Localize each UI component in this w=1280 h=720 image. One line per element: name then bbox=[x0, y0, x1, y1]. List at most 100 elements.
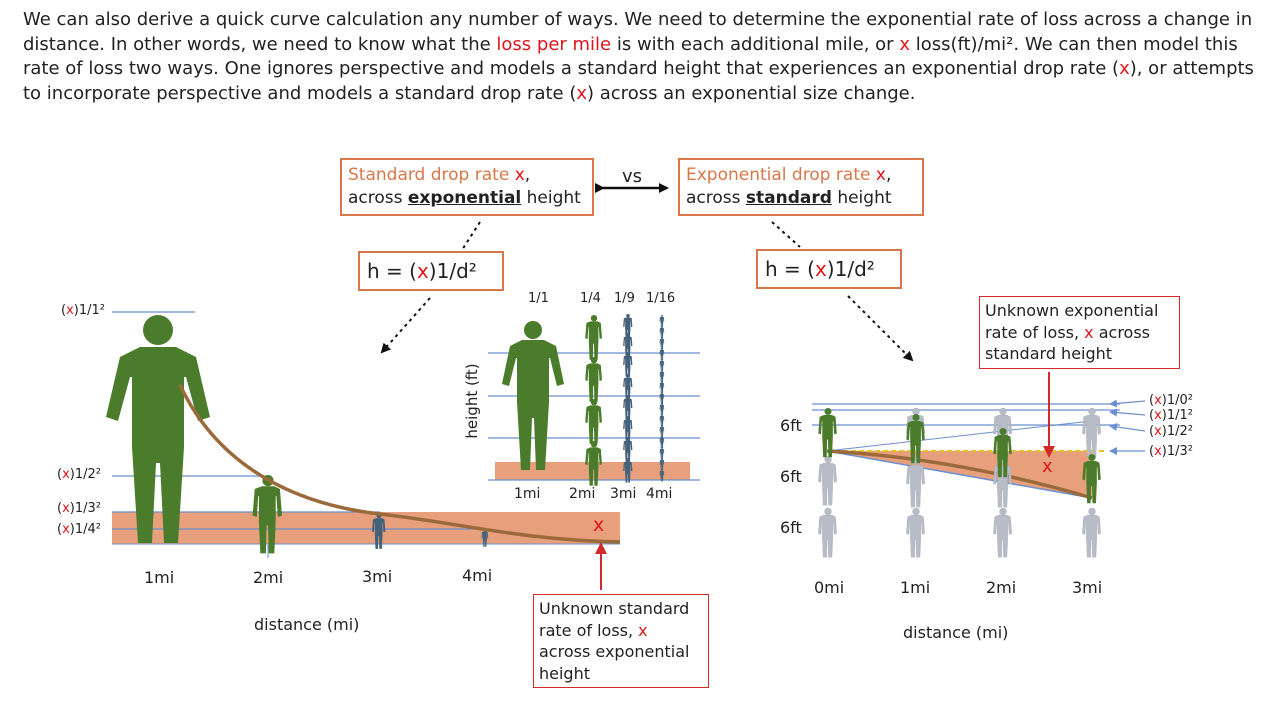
left-loss-band bbox=[112, 512, 620, 544]
left-level-label-1-value: 1/1² bbox=[78, 303, 105, 318]
intro-text-2: is with each additional mile, or bbox=[611, 33, 900, 55]
exponential-drop-rate-box: Exponential drop rate x, across standard… bbox=[678, 158, 924, 216]
left-note-line4: height bbox=[539, 663, 590, 683]
equation-right: h = (x)1/d² bbox=[756, 249, 902, 289]
right-box-comma: , bbox=[885, 165, 892, 185]
left-tick-3mi: 3mi bbox=[362, 567, 393, 586]
eq-left-post: )1/d² bbox=[428, 259, 477, 283]
inset-top-label-1: 1/1 bbox=[528, 291, 549, 306]
left-chart bbox=[106, 311, 621, 590]
inset-figures-2mi bbox=[585, 315, 602, 486]
eq-right-pre: h = ( bbox=[765, 257, 815, 281]
right-rate-label-3-x: x bbox=[1154, 424, 1162, 439]
left-tick-1mi: 1mi bbox=[144, 568, 175, 587]
right-note-line2-b: across bbox=[1093, 322, 1151, 342]
left-level-label-2-x: x bbox=[62, 467, 70, 482]
intro-text-5: ) across an exponential size change. bbox=[587, 82, 916, 104]
left-box-line2-pre: across bbox=[348, 188, 408, 208]
inset-figures-3mi bbox=[623, 314, 633, 483]
right-unknown-note: Unknown exponential rate of loss, x acro… bbox=[979, 296, 1180, 369]
left-note-line1: Unknown standard bbox=[539, 599, 690, 618]
right-unknown-x: x bbox=[1042, 456, 1053, 477]
connector-right-1 bbox=[771, 221, 801, 248]
right-rate-label-1-value: 1/0² bbox=[1166, 393, 1193, 408]
right-rate-label-3-value: 1/2² bbox=[1166, 424, 1193, 439]
right-height-label-2: 6ft bbox=[780, 467, 802, 486]
right-note-x: x bbox=[1084, 322, 1094, 342]
inset-figure-1mi bbox=[502, 321, 564, 470]
inset-top-label-4: 1/16 bbox=[646, 291, 676, 306]
connector-left-1 bbox=[461, 221, 481, 251]
right-xlabel: distance (mi) bbox=[903, 623, 1009, 642]
right-rate-label-4-x: x bbox=[1154, 444, 1162, 459]
left-tick-4mi: 4mi bbox=[462, 566, 493, 585]
inset-ylabel: height (ft) bbox=[463, 363, 481, 439]
right-rate-label-3: (x)1/2² bbox=[1149, 424, 1193, 439]
connector-left-2 bbox=[380, 297, 431, 354]
eq-left-x: x bbox=[416, 259, 429, 283]
right-rate-label-4: (x)1/3² bbox=[1149, 444, 1193, 459]
left-box-line1: Standard drop rate bbox=[348, 165, 515, 185]
right-rate-label-1: (x)1/0² bbox=[1149, 393, 1193, 408]
eq-left-pre: h = ( bbox=[367, 259, 417, 283]
right-box-line2-pre: across bbox=[686, 188, 746, 208]
left-xlabel: distance (mi) bbox=[254, 615, 360, 634]
right-rate-label-2: (x)1/1² bbox=[1149, 408, 1193, 423]
left-unknown-note: Unknown standard rate of loss, x across … bbox=[533, 594, 709, 688]
right-rate-label-4-value: 1/3² bbox=[1166, 444, 1193, 459]
right-rate-label-2-x: x bbox=[1154, 408, 1162, 423]
right-chart bbox=[812, 372, 1146, 558]
standard-drop-rate-box: Standard drop rate x, across exponential… bbox=[340, 158, 594, 216]
inset-chart bbox=[488, 314, 700, 486]
right-box-line2-post: height bbox=[831, 188, 892, 208]
left-level-label-2-value: 1/2² bbox=[74, 467, 101, 482]
left-level-label-3: (x)1/3² bbox=[57, 501, 101, 516]
left-note-line3: across exponential bbox=[539, 642, 690, 661]
inset-tick-2mi: 2mi bbox=[569, 486, 596, 502]
loss-per-mile-highlight: loss per mile bbox=[496, 33, 612, 55]
left-level-label-3-value: 1/3² bbox=[74, 501, 101, 516]
right-box-line2-bold: standard bbox=[745, 188, 832, 208]
right-box-x: x bbox=[875, 165, 886, 185]
intro-text-4: ), or attempts to incorporate perspectiv… bbox=[23, 58, 1254, 104]
left-level-label-2: (x)1/2² bbox=[57, 467, 101, 482]
right-height-label-1: 6ft bbox=[780, 416, 802, 435]
left-level-label-1: (x)1/1² bbox=[61, 303, 105, 318]
left-figure-1mi bbox=[106, 315, 210, 543]
eq-right-post: )1/d² bbox=[826, 257, 875, 281]
intro-x-3: x bbox=[576, 82, 588, 104]
inset-tick-3mi: 3mi bbox=[610, 486, 637, 502]
right-curve bbox=[826, 449, 1093, 500]
eq-right-x: x bbox=[814, 257, 827, 281]
intro-x-2: x bbox=[1119, 58, 1130, 79]
left-box-line2-bold: exponential bbox=[407, 188, 522, 208]
left-box-x: x bbox=[514, 165, 525, 185]
right-tick-3mi: 3mi bbox=[1072, 578, 1103, 597]
inset-figures-4mi bbox=[659, 315, 665, 482]
right-rate-label-2-value: 1/1² bbox=[1166, 408, 1193, 423]
right-sightline bbox=[826, 419, 1101, 452]
right-rate-label-1-x: x bbox=[1154, 393, 1162, 408]
connector-right-2 bbox=[847, 295, 914, 362]
intro-text-1: We can also derive a quick curve calcula… bbox=[23, 9, 1253, 55]
right-tick-0mi: 0mi bbox=[814, 578, 845, 597]
equation-left: h = (x)1/d² bbox=[358, 251, 504, 291]
inset-tick-1mi: 1mi bbox=[514, 486, 541, 502]
intro-x-1: x bbox=[899, 33, 910, 55]
left-box-comma: , bbox=[524, 165, 531, 185]
intro-text-3: loss(ft)/mi². We can then model this rat… bbox=[23, 33, 1238, 80]
inset-top-label-3: 1/9 bbox=[614, 291, 635, 306]
right-height-label-3: 6ft bbox=[780, 518, 802, 537]
left-level-label-1-x: x bbox=[66, 303, 74, 318]
left-note-x: x bbox=[638, 620, 648, 640]
left-level-label-4: (x)1/4² bbox=[57, 522, 101, 537]
left-curve bbox=[178, 384, 621, 544]
left-level-label-4-value: 1/4² bbox=[74, 522, 101, 537]
inset-tick-4mi: 4mi bbox=[646, 486, 673, 502]
right-box-line1: Exponential drop rate bbox=[686, 165, 876, 185]
right-note-line3: standard height bbox=[985, 344, 1113, 363]
left-level-label-4-x: x bbox=[62, 522, 70, 537]
left-box-line2-post: height bbox=[521, 188, 581, 208]
left-tick-2mi: 2mi bbox=[253, 568, 284, 587]
